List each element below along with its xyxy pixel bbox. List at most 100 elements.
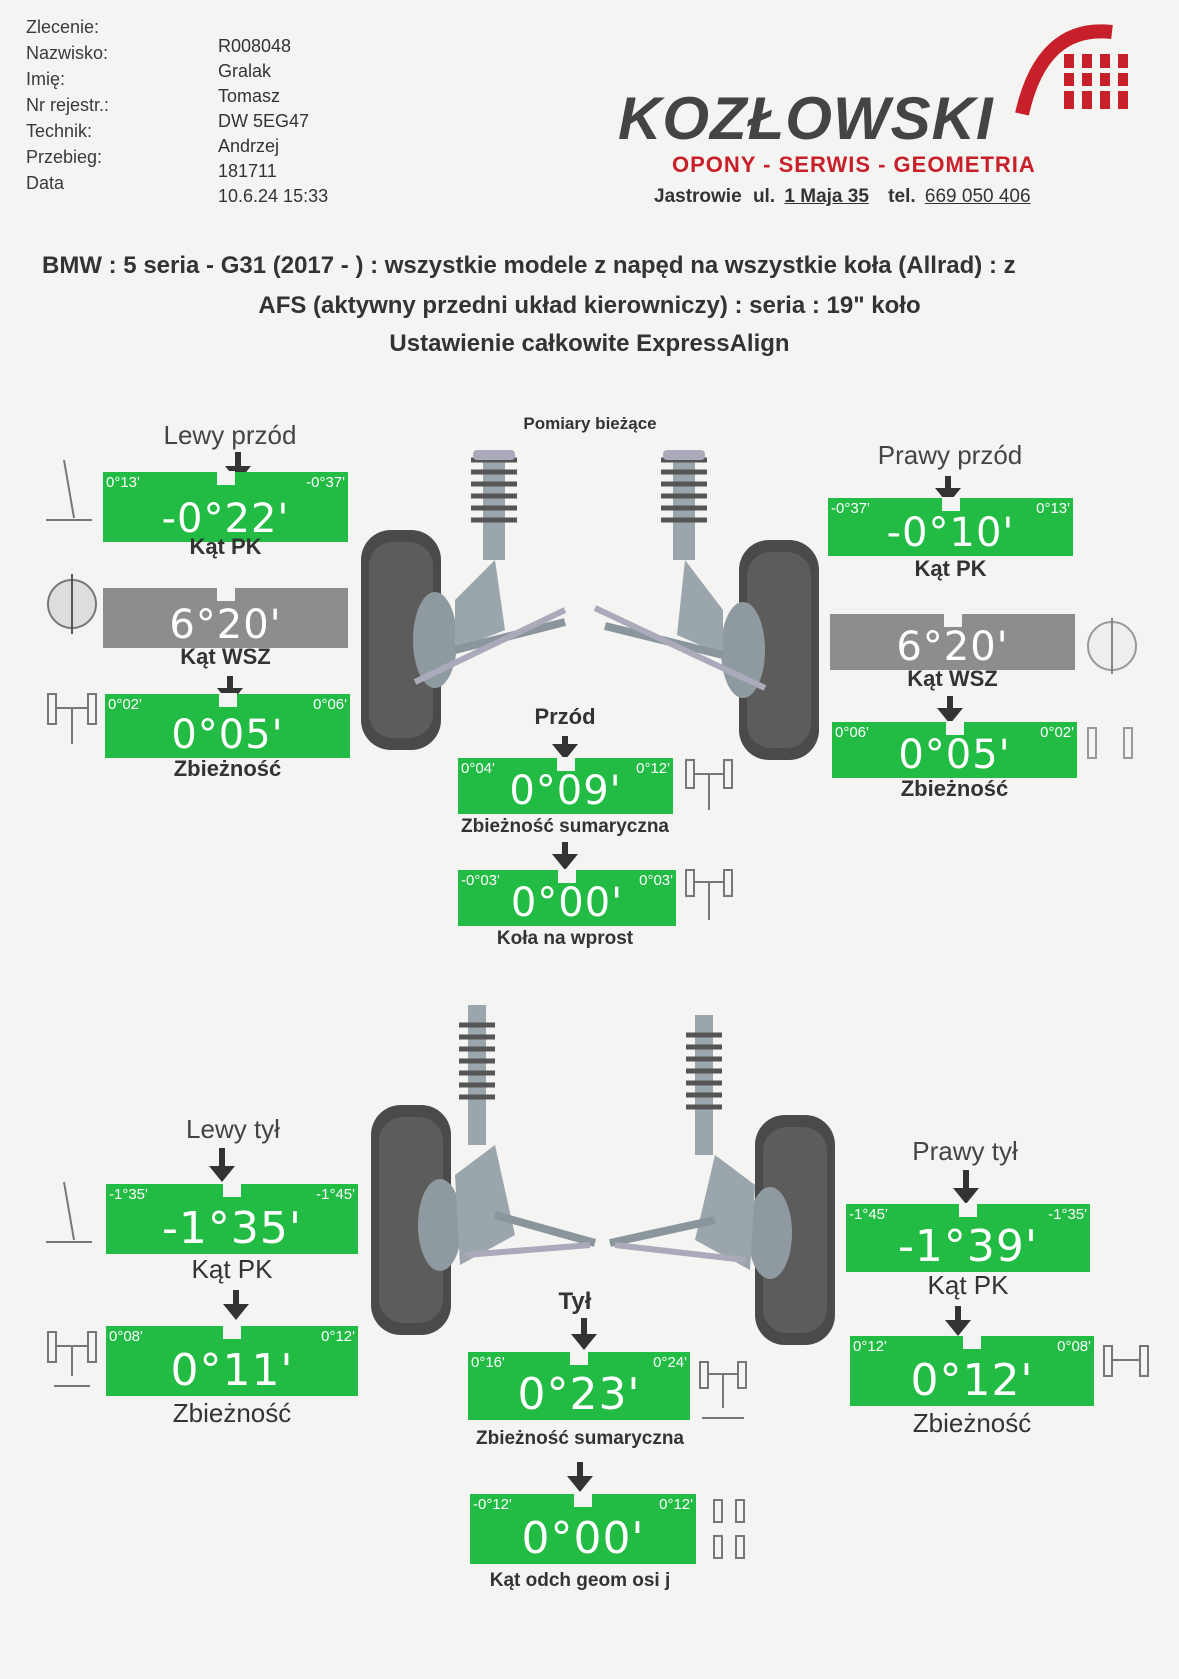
rear-right-toe-max: 0°08'	[1057, 1338, 1091, 1355]
front-left-camber-value: -0°22'	[161, 496, 290, 542]
logo-phone: 669 050 406	[924, 186, 1031, 207]
right-sai-diagram-icon	[1087, 618, 1137, 674]
front-right-camber-caption: Kąt PK	[914, 556, 987, 581]
front-straight-min: -0°03'	[461, 872, 500, 889]
logo-street-prefix: ul.	[752, 186, 776, 207]
front-right-toe-meter: 0°06' 0°02' 0°05'	[832, 721, 1077, 778]
rear-camber-diagram-icon	[46, 1181, 92, 1243]
rear-thrust-value: 0°00'	[521, 1513, 645, 1564]
front-right-camber-max: 0°13'	[1036, 500, 1070, 517]
front-right-toe-max: 0°02'	[1040, 724, 1074, 741]
front-left-camber-meter: 0°13' -0°37' -0°22'	[103, 471, 348, 542]
rear-right-title: Prawy tył	[912, 1136, 1018, 1166]
rear-right-toe-caption: Zbieżność	[912, 1408, 1032, 1438]
rear-right-toe-min: 0°12'	[853, 1338, 887, 1355]
header-labels: Zlecenie: Nazwisko: Imię: Nr rejestr.: T…	[26, 14, 166, 196]
logo-services: OPONY - SERWIS - GEOMETRIA	[672, 152, 1036, 177]
label-surname: Nazwisko:	[26, 43, 109, 63]
rear-left-title: Lewy tył	[186, 1114, 280, 1144]
front-right-toe-caption: Zbieżność	[900, 776, 1009, 801]
vehicle-title-line1: BMW : 5 seria - G31 (2017 - ) : wszystki…	[42, 252, 1016, 279]
header-values: R008048 Gralak Tomasz DW 5EG47 Andrzej 1…	[218, 34, 378, 209]
rear-thrust-max: 0°12'	[659, 1496, 693, 1513]
front-straight-caption: Koła na wprost	[496, 928, 634, 949]
value-date: 10.6.24 15:33	[218, 186, 329, 206]
right-toe-diagram-icon	[1087, 727, 1133, 759]
front-total-toe-max: 0°12'	[636, 760, 670, 777]
front-total-toe-caption: Zbieżność sumaryczna	[460, 816, 670, 837]
front-left-sai-value: 6°20'	[169, 602, 282, 648]
front-left-camber-caption: Kąt PK	[189, 534, 262, 559]
value-order: R008048	[218, 36, 292, 56]
front-straight-max: 0°03'	[639, 872, 673, 889]
front-total-toe-value: 0°09'	[509, 768, 622, 814]
front-left-sai-meter: 6°20'	[103, 587, 348, 648]
logo-town: Jastrowie	[654, 186, 742, 207]
rear-total-toe-value: 0°23'	[517, 1369, 641, 1420]
front-straight-diagram-icon	[685, 869, 733, 920]
camber-diagram-icon	[46, 459, 92, 521]
rear-total-toe-max: 0°24'	[653, 1354, 687, 1371]
vehicle-title-line3: Ustawienie całkowite ExpressAlign	[389, 330, 790, 357]
front-total-toe-meter: 0°04' 0°12' 0°09'	[458, 757, 673, 814]
toe-diagram-icon	[47, 693, 97, 744]
rear-total-toe-caption: Zbieżność sumaryczna	[475, 1428, 685, 1449]
front-right-camber-value: -0°10'	[886, 510, 1015, 556]
thrust-angle-diagram-icon	[713, 1499, 745, 1559]
right-rear-toe-diagram-icon	[1103, 1345, 1149, 1377]
front-total-toe-diagram-icon	[685, 759, 733, 810]
front-left-toe-max: 0°06'	[313, 696, 347, 713]
front-left-toe-meter: 0°02' 0°06' 0°05'	[105, 693, 350, 758]
logo-name: KOZŁOWSKI	[618, 85, 994, 152]
front-right-sai-caption: Kąt WSZ	[907, 666, 998, 691]
logo-street: 1 Maja 35	[784, 186, 869, 207]
rear-left-camber-min: -1°35'	[109, 1186, 148, 1203]
rear-left-camber-caption: Kąt PK	[191, 1254, 273, 1284]
rear-center-title: Tył	[558, 1288, 592, 1315]
rear-thrust-min: -0°12'	[473, 1496, 512, 1513]
rear-left-toe-meter: 0°08' 0°12' 0°11'	[106, 1325, 358, 1396]
front-right-title: Prawy przód	[877, 440, 1023, 470]
front-right-camber-meter: -0°37' 0°13' -0°10'	[828, 497, 1073, 556]
front-left-toe-caption: Zbieżność	[173, 756, 282, 781]
rear-left-camber-max: -1°45'	[316, 1186, 355, 1203]
rear-total-toe-diagram-icon	[699, 1361, 747, 1419]
front-total-toe-min: 0°04'	[461, 760, 495, 777]
rear-thrust-meter: -0°12' 0°12' 0°00'	[470, 1493, 696, 1564]
front-left-camber-min: 0°13'	[106, 474, 140, 491]
sai-diagram-icon	[47, 574, 97, 634]
front-center-title: Przód	[534, 704, 596, 729]
front-straight-value: 0°00'	[510, 880, 624, 926]
value-technician: Andrzej	[218, 136, 280, 156]
rear-right-camber-meter: -1°45' -1°35' -1°39'	[846, 1203, 1090, 1272]
label-registration: Nr rejestr.:	[26, 95, 110, 115]
label-mileage: Przebieg:	[26, 147, 103, 167]
front-right-sai-meter: 6°20'	[830, 613, 1075, 670]
value-mileage: 181711	[218, 161, 277, 181]
front-left-toe-value: 0°05'	[171, 712, 284, 758]
logo-emblem-icon	[1015, 24, 1132, 116]
rear-thrust-caption: Kąt odch geom osi j	[489, 1570, 671, 1591]
label-order: Zlecenie:	[26, 17, 100, 37]
value-registration: DW 5EG47	[218, 111, 310, 131]
rear-left-toe-min: 0°08'	[109, 1328, 143, 1345]
label-technician: Technik:	[26, 121, 93, 141]
front-right-toe-value: 0°05'	[898, 732, 1011, 778]
value-name: Tomasz	[218, 86, 281, 106]
label-date: Data	[26, 173, 65, 193]
vehicle-title-line2: AFS (aktywny przedni układ kierowniczy) …	[258, 292, 921, 319]
front-left-title: Lewy przód	[163, 420, 297, 450]
rear-total-toe-meter: 0°16' 0°24' 0°23'	[468, 1351, 690, 1420]
front-left-camber-max: -0°37'	[306, 474, 345, 491]
logo-address: Jastrowie ul. 1 Maja 35 tel. 669 050 406	[654, 186, 1031, 208]
rear-left-toe-caption: Zbieżność	[172, 1398, 292, 1428]
rear-left-camber-meter: -1°35' -1°45' -1°35'	[106, 1183, 358, 1254]
front-right-toe-min: 0°06'	[835, 724, 869, 741]
rear-right-camber-max: -1°35'	[1048, 1206, 1087, 1223]
rear-right-toe-value: 0°12'	[910, 1355, 1034, 1406]
front-right-sai-value: 6°20'	[896, 624, 1009, 670]
rear-suspension-illustration	[371, 1005, 835, 1345]
current-measurements-label: Pomiary bieżące	[523, 414, 657, 433]
rear-right-camber-min: -1°45'	[849, 1206, 888, 1223]
rear-total-toe-min: 0°16'	[471, 1354, 505, 1371]
